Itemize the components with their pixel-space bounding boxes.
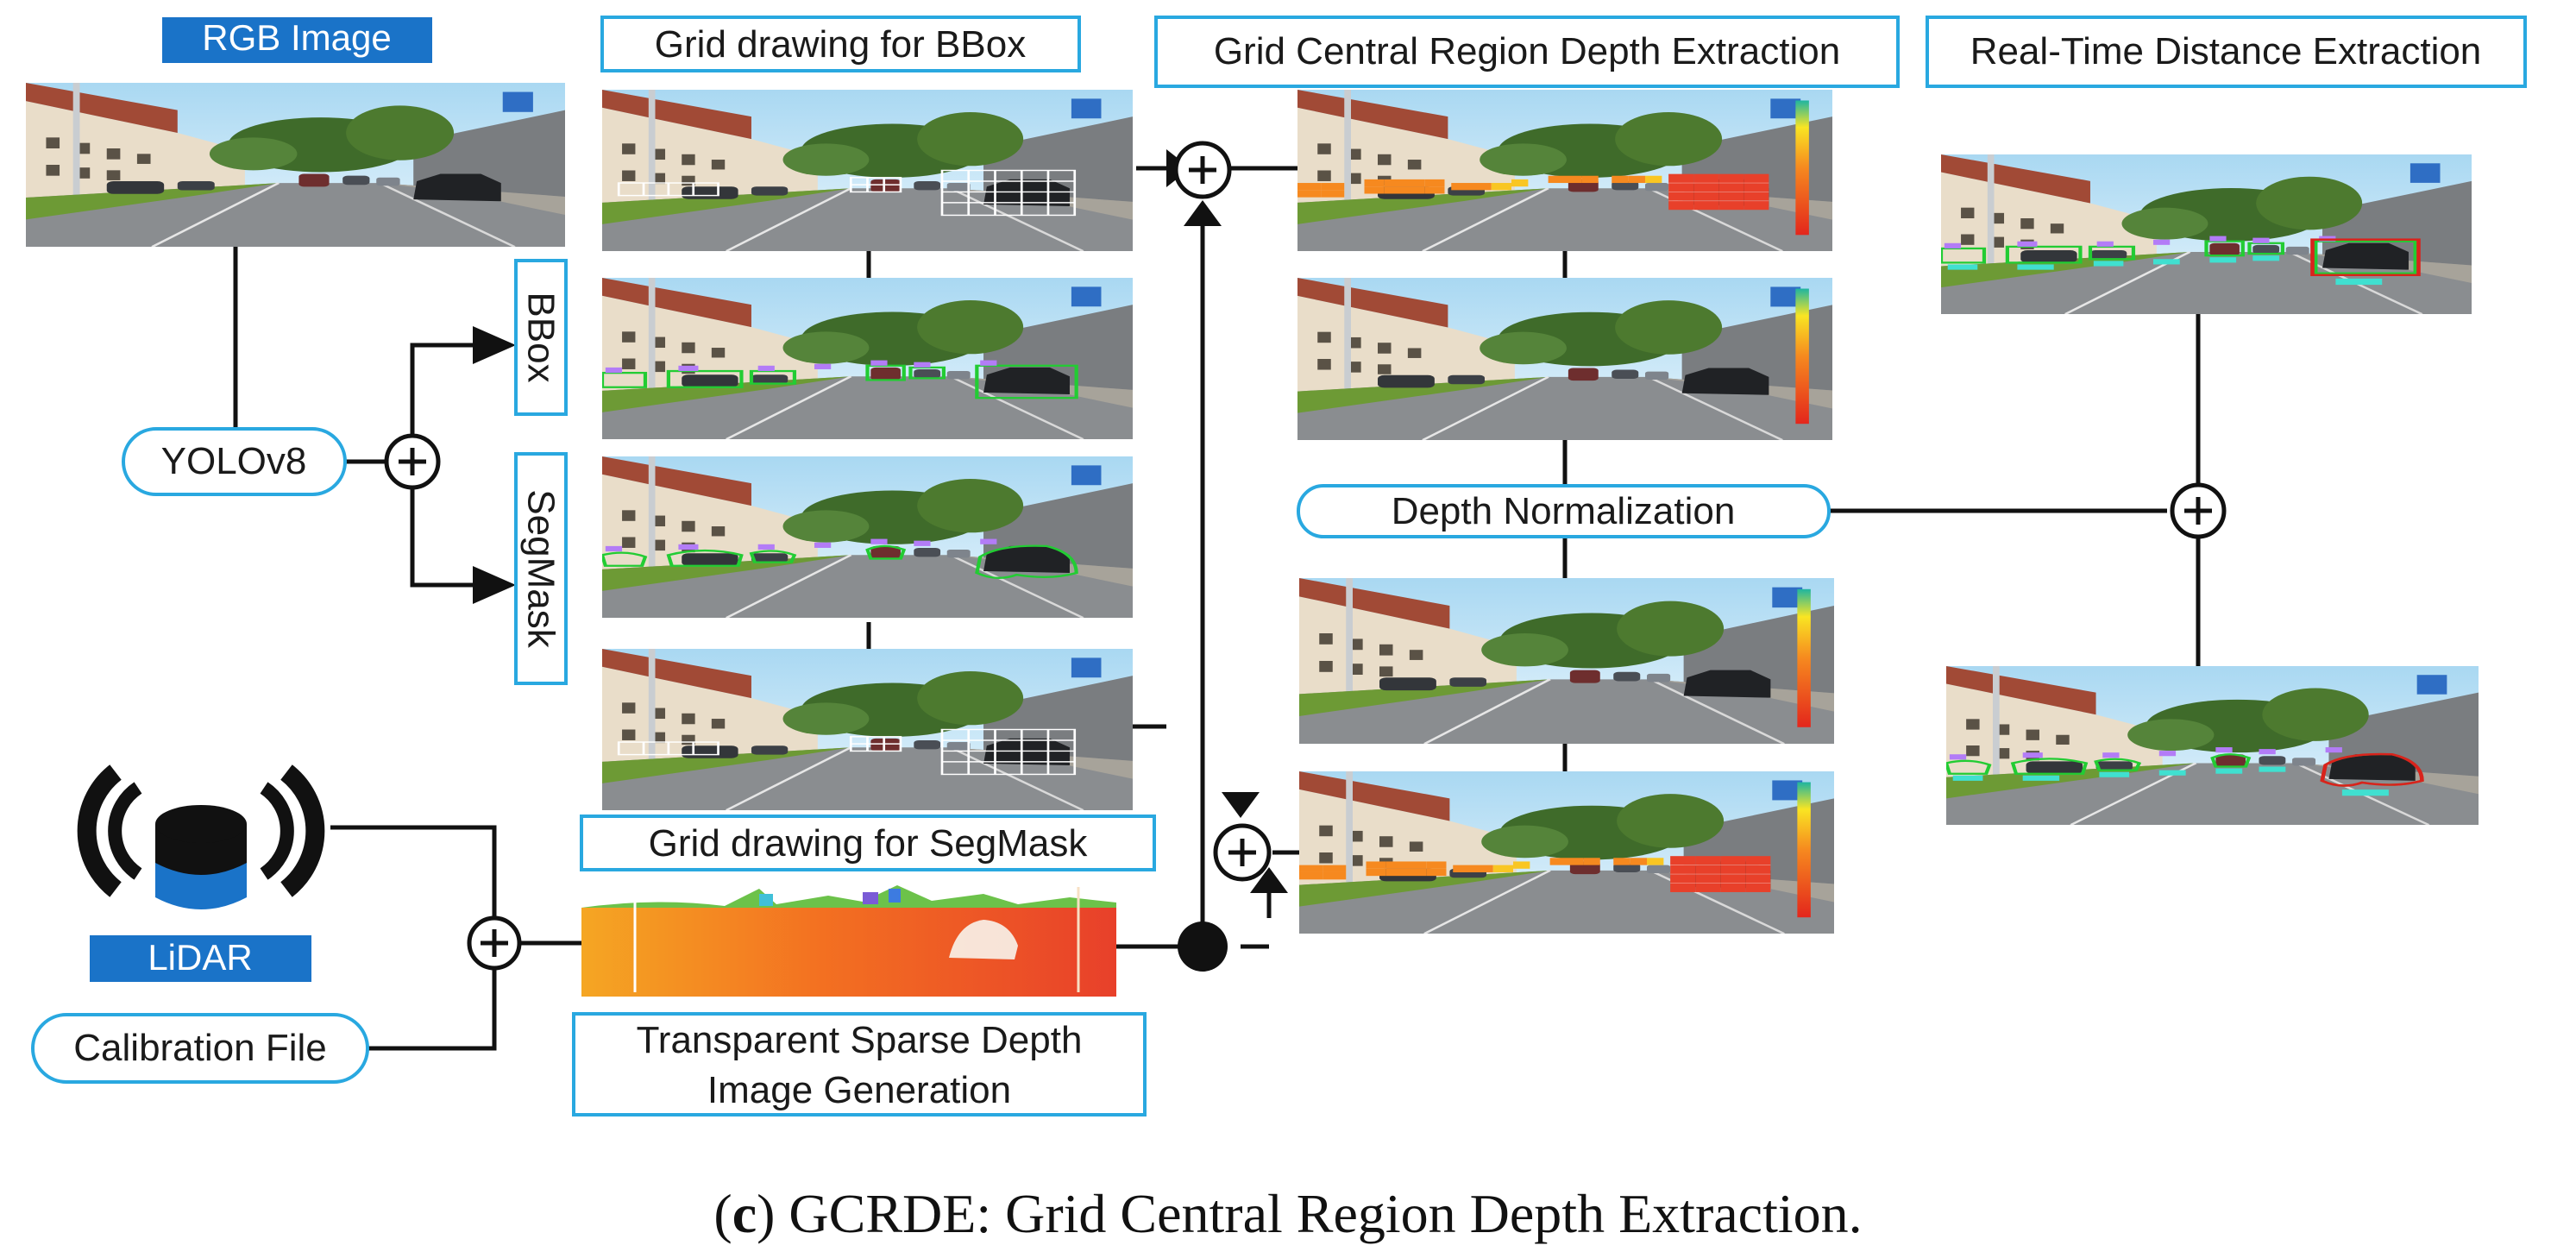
plus-circle-icon — [2170, 482, 2227, 539]
sparse-depth-image — [581, 882, 1116, 997]
rgb-image-label: RGB Image — [162, 17, 432, 63]
grid-segmask-image — [602, 649, 1133, 810]
segmask-label-box: SegMask — [514, 452, 568, 685]
lidar-label: LiDAR — [90, 935, 311, 982]
gcrde-bbox-depth-image — [1297, 90, 1832, 251]
svg-text:Image Generation: Image Generation — [707, 1069, 1011, 1111]
svg-text:RGB Image: RGB Image — [202, 17, 391, 58]
sparse-depth-title: Transparent Sparse Depth Image Generatio… — [572, 1012, 1147, 1116]
gcrde-segmask-plain-image — [1299, 578, 1834, 744]
segmask-detection-image — [602, 456, 1133, 618]
plus-circle-icon — [1213, 823, 1272, 882]
svg-text:Real-Time Distance Extraction: Real-Time Distance Extraction — [1970, 30, 2482, 72]
svg-text:YOLOv8: YOLOv8 — [161, 440, 307, 482]
realtime-segmask-image — [1946, 666, 2479, 825]
grid-bbox-title: Grid drawing for BBox — [600, 16, 1081, 72]
svg-text:Transparent Sparse Depth: Transparent Sparse Depth — [637, 1019, 1083, 1061]
svg-text:Depth Normalization: Depth Normalization — [1392, 490, 1736, 532]
junction-dot-icon — [1178, 921, 1228, 972]
gcrde-bbox-plain-image — [1297, 278, 1832, 440]
arrowheads — [473, 149, 1288, 893]
lidar-sensor-icon — [77, 764, 325, 909]
realtime-bbox-image — [1941, 154, 2472, 314]
flow-connectors — [233, 166, 2201, 1051]
bbox-label-box: BBox — [514, 259, 568, 416]
plus-circle-icon — [467, 915, 522, 971]
gcrde-title: Grid Central Region Depth Extraction — [1154, 16, 1900, 88]
svg-text:Calibration File: Calibration File — [73, 1027, 326, 1069]
figure-caption: (c) GCRDE: Grid Central Region Depth Ext… — [713, 1183, 1862, 1244]
grid-bbox-image — [602, 90, 1133, 251]
realtime-title: Real-Time Distance Extraction — [1926, 16, 2527, 88]
depth-normalization-node: Depth Normalization — [1297, 484, 1831, 538]
bbox-detection-image — [602, 278, 1133, 439]
svg-text:SegMask: SegMask — [520, 489, 562, 648]
svg-text:BBox: BBox — [520, 292, 562, 382]
svg-text:Grid drawing for BBox: Grid drawing for BBox — [655, 23, 1026, 66]
yolo-node: YOLOv8 — [122, 427, 347, 496]
plus-circle-icon — [1173, 141, 1232, 199]
calibration-file-node: Calibration File — [31, 1013, 369, 1084]
svg-text:Grid Central Region Depth Extr: Grid Central Region Depth Extraction — [1214, 30, 1840, 72]
svg-text:LiDAR: LiDAR — [148, 937, 252, 978]
svg-text:Grid drawing for SegMask: Grid drawing for SegMask — [649, 822, 1089, 865]
rgb-image-thumbnail — [26, 83, 565, 247]
grid-segmask-title: Grid drawing for SegMask — [580, 815, 1156, 871]
plus-circle-icon — [384, 433, 441, 490]
gcrde-segmask-depth-image — [1299, 771, 1834, 934]
